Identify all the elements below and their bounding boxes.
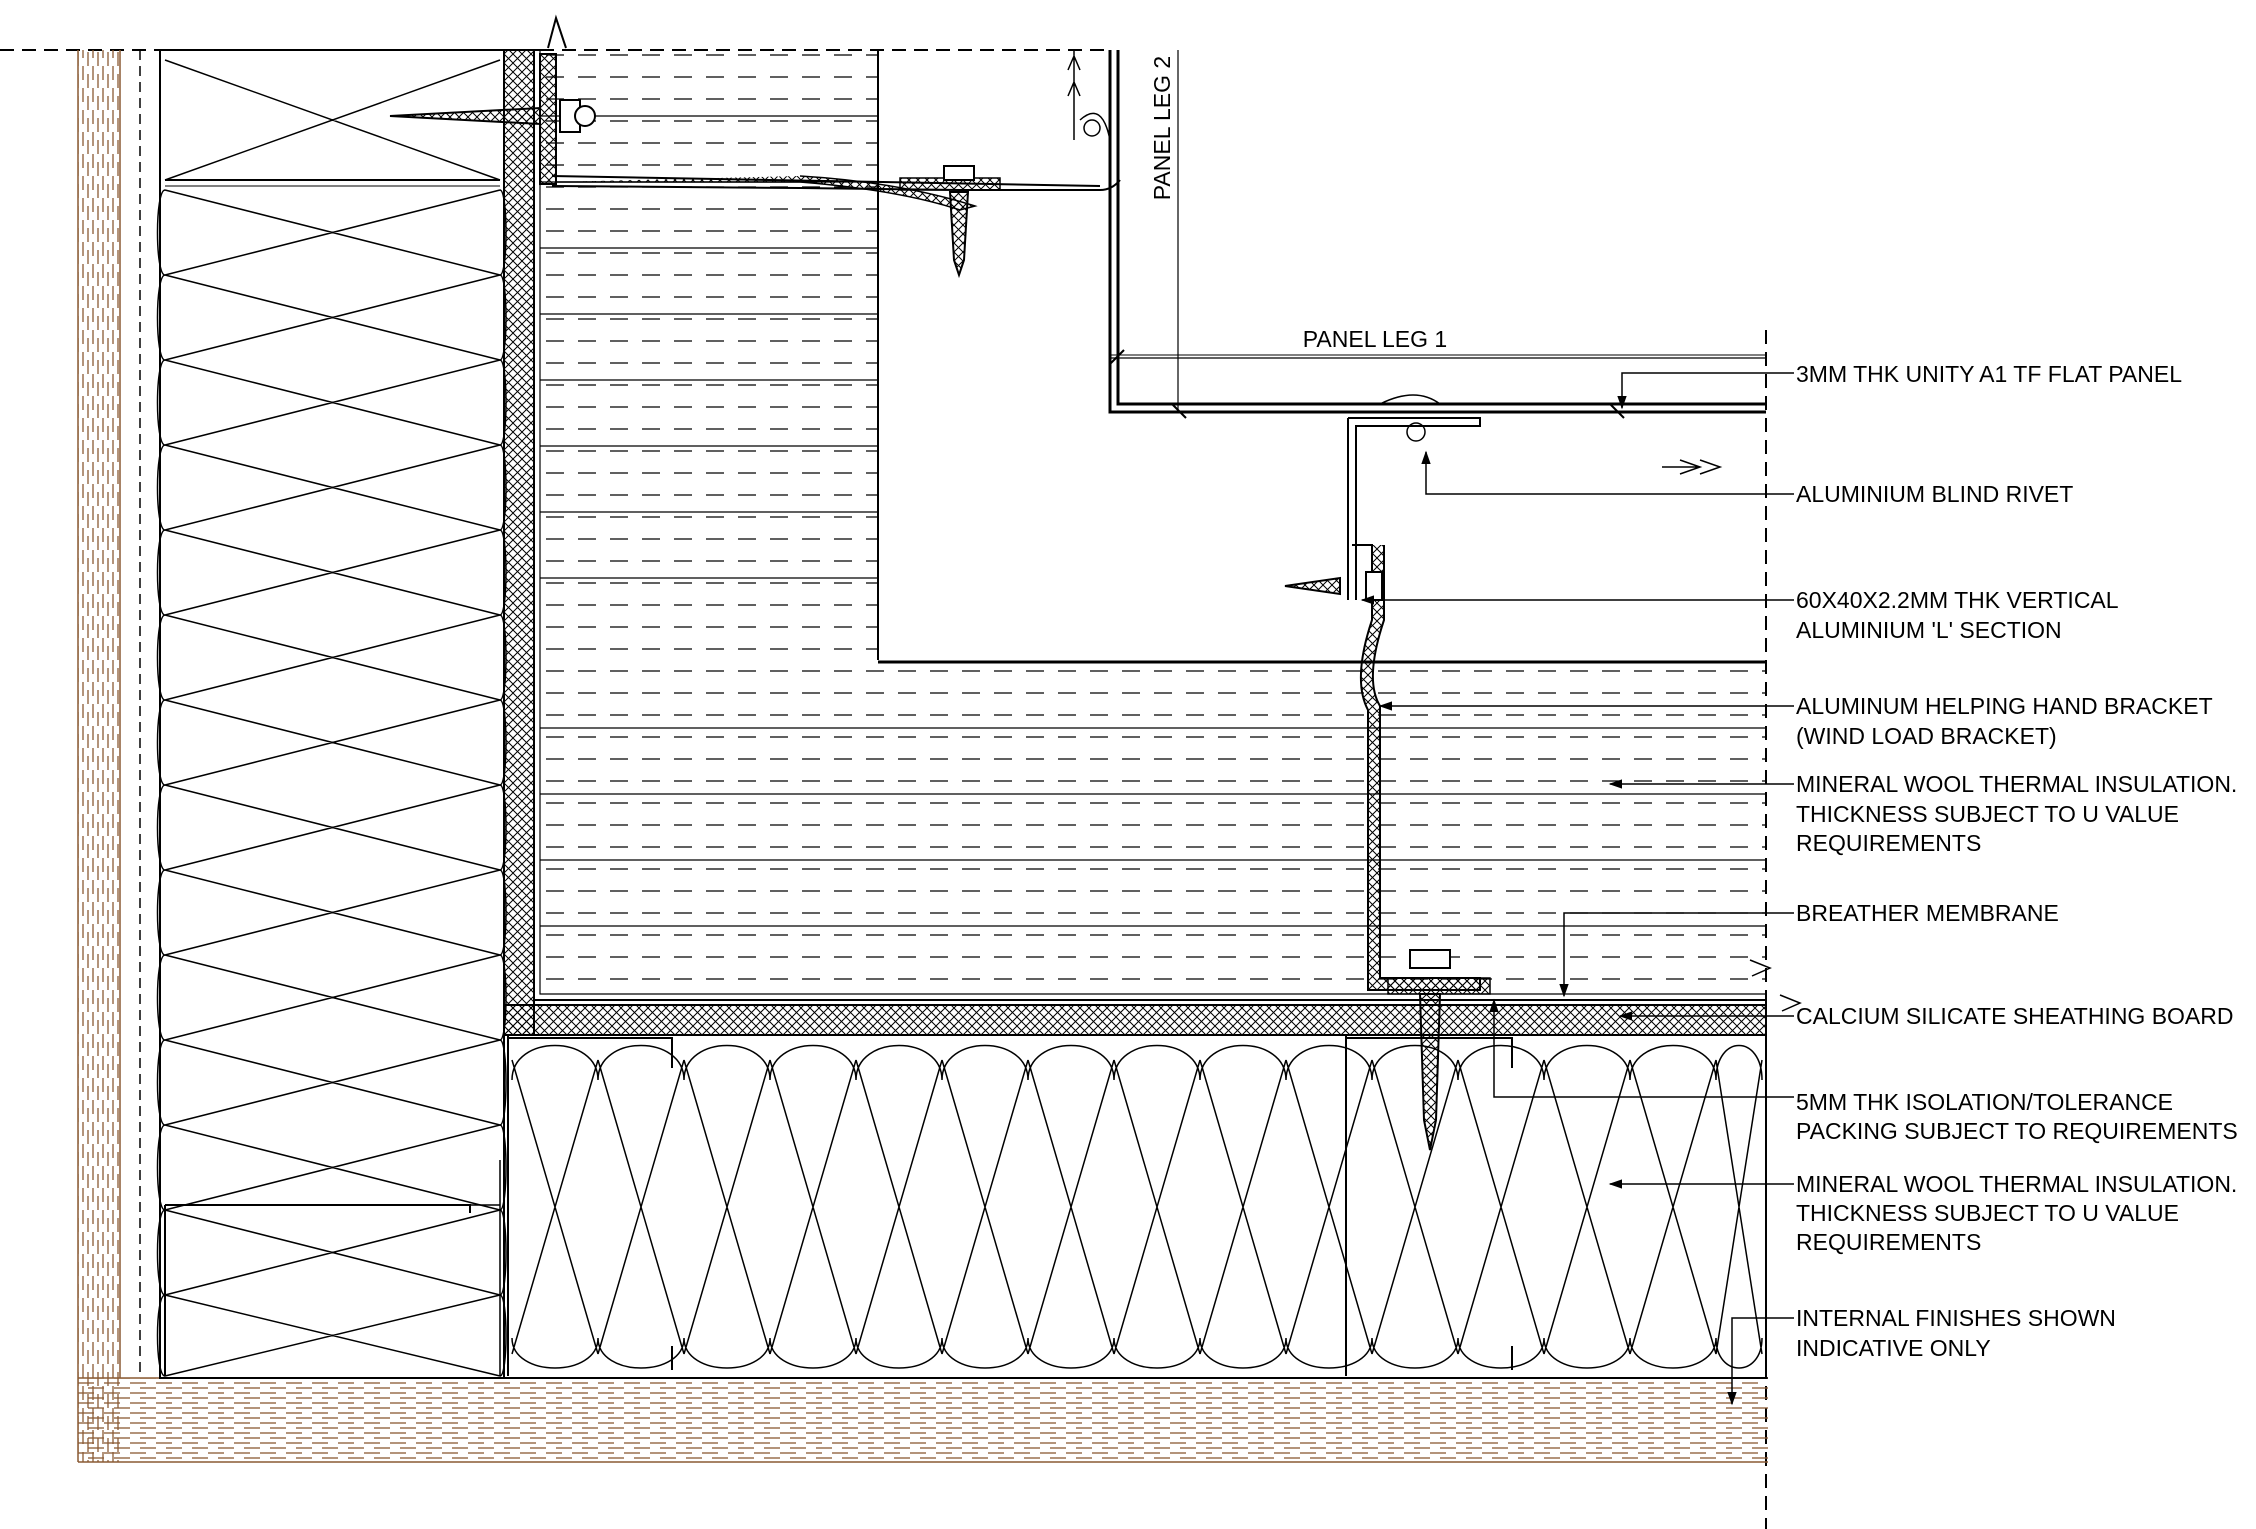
outer-insulation-boards [540, 50, 1802, 1012]
mineral-wool-horizontal [503, 1034, 1767, 1379]
stud-profile-left [164, 1204, 471, 1376]
panel-leg-1-label: PANEL LEG 1 [1303, 326, 1447, 352]
panel-leg-dimensions: PANEL LEG 1 PANEL LEG 2 [1110, 56, 1766, 356]
sheathing-board-horizontal [503, 1004, 1767, 1036]
annotation-mineral-wool-outer-line1: MINERAL WOOL THERMAL INSULATION. [1796, 771, 2237, 797]
screw-corner [389, 99, 596, 133]
annotation-l-section-line2: ALUMINIUM 'L' SECTION [1796, 617, 2062, 643]
sheathing-board-vertical [503, 49, 535, 1036]
timber-wall-left [77, 50, 161, 1462]
annotation-flat-panel: 3MM THK UNITY A1 TF FLAT PANEL [1796, 361, 2182, 387]
flat-panel [1067, 50, 1766, 475]
annotation-helping-hand-line2: (WIND LOAD BRACKET) [1796, 723, 2057, 749]
annotation-internal-finishes-line1: INTERNAL FINISHES SHOWN [1796, 1305, 2116, 1331]
annotation-internal-finishes-line2: INDICATIVE ONLY [1796, 1335, 1991, 1361]
annotation-mineral-wool-inner-line2: THICKNESS SUBJECT TO U VALUE [1796, 1200, 2179, 1226]
annotation-l-section-line1: 60X40X2.2MM THK VERTICAL [1796, 587, 2119, 613]
breather-membrane-line [533, 50, 1766, 1001]
panel-leg-2-label: PANEL LEG 2 [1149, 56, 1175, 200]
annotation-isolation-packing-line1: 5MM THK ISOLATION/TOLERANCE [1796, 1089, 2173, 1115]
annotation-mineral-wool-outer-line3: REQUIREMENTS [1796, 830, 1981, 856]
mineral-wool-pattern-vertical [156, 59, 507, 1377]
mineral-wool-vertical [156, 49, 507, 1379]
annotation-mineral-wool-inner-line1: MINERAL WOOL THERMAL INSULATION. [1796, 1171, 2237, 1197]
annotations: 3MM THK UNITY A1 TF FLAT PANEL ALUMINIUM… [1796, 361, 2238, 1361]
annotation-isolation-packing-line2: PACKING SUBJECT TO REQUIREMENTS [1796, 1118, 2238, 1144]
mineral-wool-pattern-horizontal [511, 1044, 1763, 1369]
annotation-sheathing-board: CALCIUM SILICATE SHEATHING BOARD [1796, 1003, 2234, 1029]
timber-floor [78, 1377, 1768, 1463]
annotation-blind-rivet: ALUMINIUM BLIND RIVET [1796, 481, 2073, 507]
annotation-helping-hand-line1: ALUMINUM HELPING HAND BRACKET [1796, 693, 2213, 719]
annotation-breather-membrane: BREATHER MEMBRANE [1796, 900, 2059, 926]
annotation-mineral-wool-outer-line2: THICKNESS SUBJECT TO U VALUE [1796, 801, 2179, 827]
screw-bracket-top [943, 165, 975, 279]
break-symbol-top [547, 14, 567, 49]
leader-lines [1360, 372, 1794, 1406]
vertical-l-section-and-bracket [1284, 417, 1491, 1151]
annotation-mineral-wool-inner-line3: REQUIREMENTS [1796, 1229, 1981, 1255]
